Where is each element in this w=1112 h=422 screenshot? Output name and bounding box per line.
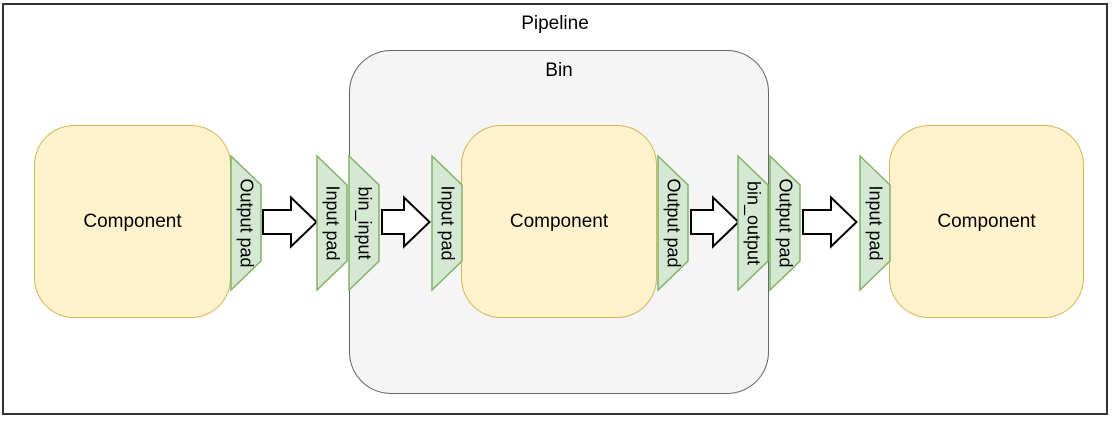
pad-label: Output pad [775, 178, 796, 268]
pad-label: Input pad [865, 185, 886, 261]
pad-input-bin-outside: Input pad [316, 154, 348, 292]
component-right: Component [889, 125, 1084, 318]
component-middle: Component [461, 125, 657, 318]
component-label: Component [509, 210, 609, 232]
pad-trapezoid-icon [859, 154, 891, 292]
pad-input-right-component: Input pad [859, 154, 891, 292]
pipeline-container: Pipeline Bin Component Component Compone… [2, 3, 1108, 415]
pad-trapezoid-icon [316, 154, 348, 292]
component-label: Component [83, 210, 182, 232]
flow-arrow-icon [381, 195, 431, 249]
pad-trapezoid-icon [657, 154, 689, 292]
pad-label: Input pad [322, 185, 343, 261]
pipeline-title: Pipeline [521, 13, 589, 34]
pad-output-bin-outside: Output pad [769, 154, 801, 292]
pad-bin-input: bin_input [348, 154, 380, 292]
pad-label: bin_output [743, 180, 764, 266]
pad-label: bin_input [354, 186, 375, 260]
pad-label: Input pad [437, 185, 458, 261]
flow-arrow-icon [802, 195, 858, 249]
pad-trapezoid-icon [737, 154, 769, 292]
pad-output-left-component: Output pad [230, 154, 262, 292]
pad-trapezoid-icon [769, 154, 801, 292]
pad-trapezoid-icon [431, 154, 463, 292]
pad-output-middle-component: Output pad [657, 154, 689, 292]
bin-title: Bin [545, 60, 573, 81]
component-label: Component [937, 210, 1036, 232]
pad-label: Output pad [663, 178, 684, 268]
pad-trapezoid-icon [230, 154, 262, 292]
pad-trapezoid-icon [348, 154, 380, 292]
flow-arrow-icon [262, 195, 318, 249]
pad-bin-output: bin_output [737, 154, 769, 292]
flow-arrow-icon [690, 195, 740, 249]
pad-input-middle-component: Input pad [431, 154, 463, 292]
pad-label: Output pad [236, 178, 257, 268]
component-left: Component [34, 125, 231, 318]
